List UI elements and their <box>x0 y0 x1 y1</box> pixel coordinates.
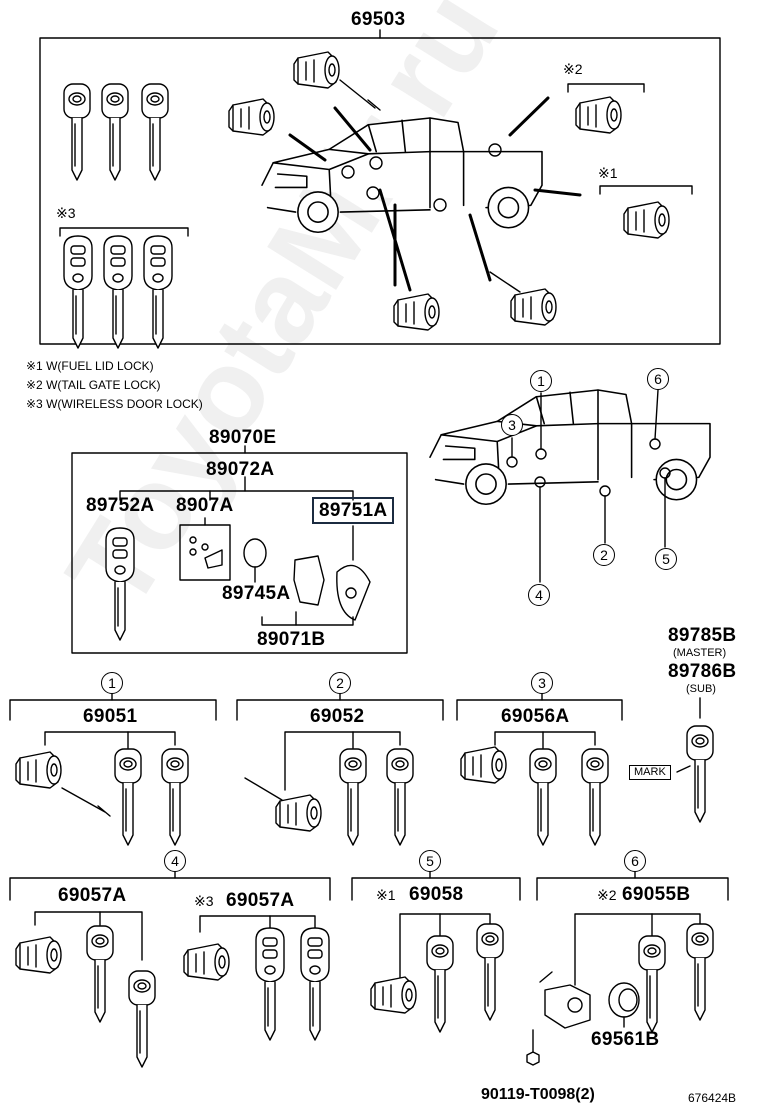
group-part-69052: 69052 <box>310 706 365 727</box>
group-prefix-69055b: ※2 <box>597 887 617 903</box>
group-part-69057a-wireless: 69057A <box>226 890 295 911</box>
group-part-69051: 69051 <box>83 706 138 727</box>
cover-part-highlight[interactable]: 89751A <box>312 497 395 524</box>
note-tail-gate: ※2 W(TAIL GATE LOCK) <box>26 378 161 392</box>
location-4: 4 <box>528 584 550 606</box>
assembly-part-number: 69503 <box>351 9 406 30</box>
note-mark-3: ※3 <box>56 205 76 221</box>
battery-part: 89745A <box>222 583 291 604</box>
bolt-part: 90119-T0098(2) <box>481 1086 595 1103</box>
transmitter-part: 89071B <box>257 629 326 650</box>
chip-part: 8907A <box>176 495 234 516</box>
group-circle-3: 3 <box>531 672 553 694</box>
location-6: 6 <box>647 368 669 390</box>
note-wireless: ※3 W(WIRELESS DOOR LOCK) <box>26 397 203 411</box>
note-mark-2: ※2 <box>563 61 583 77</box>
group-circle-4: 4 <box>164 850 186 872</box>
group-part-69058: 69058 <box>409 884 464 905</box>
location-1: 1 <box>530 370 552 392</box>
group-circle-5: 5 <box>419 850 441 872</box>
key-kit-sub-part: 89072A <box>206 459 275 480</box>
group-circle-6: 6 <box>624 850 646 872</box>
mark-label: MARK <box>629 765 671 780</box>
note-mark-1: ※1 <box>598 165 618 181</box>
sub-key-part: 89786B <box>668 661 737 682</box>
cylinder-part: 69561B <box>591 1029 660 1050</box>
note-fuel-lid: ※1 W(FUEL LID LOCK) <box>26 359 154 373</box>
figure-id: 676424B <box>688 1091 737 1105</box>
group-circle-1: 1 <box>101 672 123 694</box>
location-2: 2 <box>593 544 615 566</box>
group-prefix-69057a-wireless: ※3 <box>194 893 214 909</box>
group-prefix-69058: ※1 <box>376 887 396 903</box>
key-kit-part: 89070E <box>209 427 277 448</box>
location-3: 3 <box>501 414 523 436</box>
group-circle-2: 2 <box>329 672 351 694</box>
master-key-part: 89785B <box>668 625 737 646</box>
sub-key-sub: (SUB) <box>686 683 716 695</box>
group-part-69055b: 69055B <box>622 884 691 905</box>
group-part-69057a: 69057A <box>58 885 127 906</box>
key-part: 89752A <box>86 495 155 516</box>
location-5: 5 <box>655 548 677 570</box>
group-part-69056a: 69056A <box>501 706 570 727</box>
master-key-sub: (MASTER) <box>673 647 727 659</box>
